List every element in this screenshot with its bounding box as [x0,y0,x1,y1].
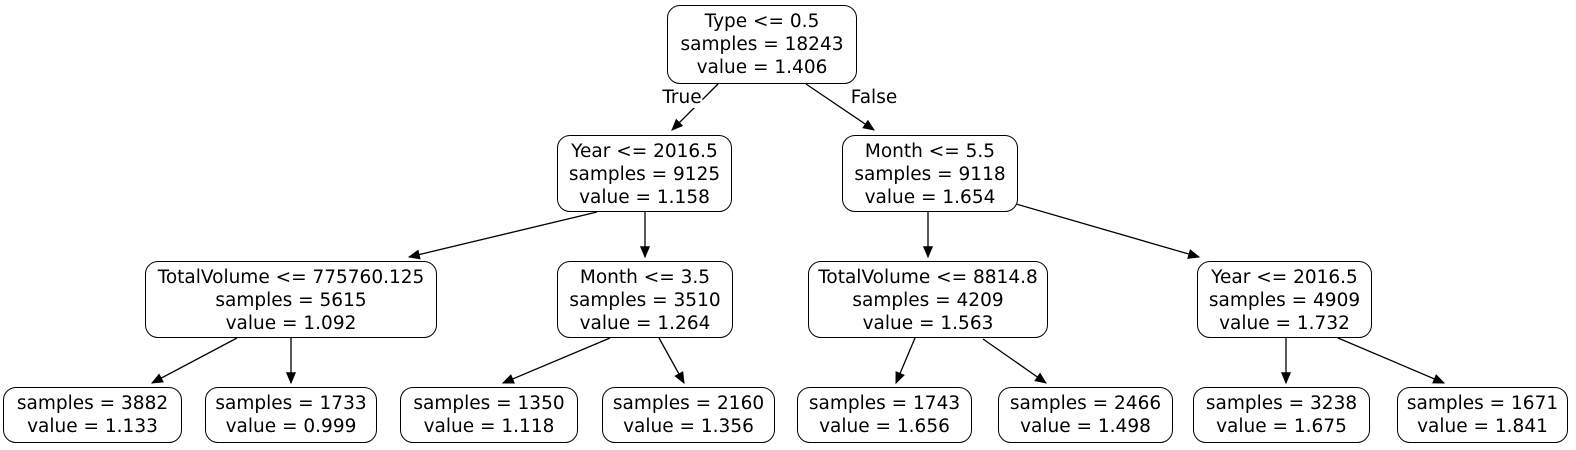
node-value: value = 0.999 [225,416,357,437]
node-value: value = 1.732 [1219,313,1350,334]
node-condition: TotalVolume <= 8814.8 [818,267,1038,288]
edge-root-false [805,83,875,131]
edge-to-leaf-5 [895,337,916,385]
node-value: value = 1.498 [1020,416,1151,437]
node-value: value = 1.406 [696,57,828,78]
node-value: value = 1.158 [579,187,710,208]
node-samples: samples = 3882 [16,393,169,414]
node-samples: samples = 9125 [568,164,721,185]
tree-node-totalvolume-775760: TotalVolume <= 775760.125 samples = 5615… [145,261,437,338]
node-value: value = 1.841 [1417,416,1548,437]
node-samples: samples = 1743 [808,393,961,414]
tree-node-year-right: Year <= 2016.5 samples = 4909 value = 1.… [1197,261,1372,338]
tree-leaf-7: samples = 3238 value = 1.675 [1193,387,1370,443]
tree-node-month-5-5: Month <= 5.5 samples = 9118 value = 1.65… [842,135,1018,212]
edge-to-leaf-1 [150,337,238,384]
node-samples: samples = 1350 [413,393,565,414]
tree-leaf-1: samples = 3882 value = 1.133 [3,387,182,443]
node-value: value = 1.118 [423,416,555,437]
tree-node-root: Type <= 0.5 samples = 18243 value = 1.40… [667,5,857,84]
node-samples: samples = 18243 [680,34,844,55]
tree-leaf-3: samples = 1350 value = 1.118 [400,387,578,443]
node-value: value = 1.675 [1216,416,1347,437]
edge-to-leaf-3 [501,337,611,384]
node-value: value = 1.356 [623,416,754,437]
node-samples: samples = 3510 [569,290,721,311]
tree-node-year-left: Year <= 2016.5 samples = 9125 value = 1.… [557,135,732,212]
node-samples: samples = 1671 [1406,393,1559,414]
node-samples: samples = 5615 [215,290,367,311]
edge-month5.5-to-year-right [1015,203,1201,259]
edge-to-leaf-4 [658,337,685,385]
tree-leaf-4: samples = 2160 value = 1.356 [602,387,775,443]
node-value: value = 1.092 [225,313,357,334]
node-samples: samples = 2160 [612,393,765,414]
tree-node-month-3-5: Month <= 3.5 samples = 3510 value = 1.26… [557,261,733,338]
edge-to-leaf-6 [982,338,1047,384]
tree-node-totalvolume-8814: TotalVolume <= 8814.8 samples = 4209 val… [808,261,1048,338]
node-condition: Type <= 0.5 [704,11,820,32]
node-samples: samples = 4209 [852,290,1004,311]
node-samples: samples = 4909 [1208,290,1361,311]
node-condition: Year <= 2016.5 [571,141,718,162]
node-samples: samples = 2466 [1009,393,1162,414]
node-condition: TotalVolume <= 775760.125 [157,267,425,288]
node-condition: Year <= 2016.5 [1211,267,1358,288]
node-value: value = 1.563 [862,313,994,334]
edge-label-false: False [849,87,899,108]
node-samples: samples = 1733 [215,393,367,414]
node-value: value = 1.654 [864,187,996,208]
tree-leaf-2: samples = 1733 value = 0.999 [205,387,377,443]
edge-label-true: True [661,87,703,108]
edge-to-leaf-8 [1337,337,1446,384]
edge-year-left-to-totalvolume [407,211,598,260]
node-condition: Month <= 3.5 [579,267,711,288]
node-value: value = 1.264 [579,313,711,334]
node-condition: Month <= 5.5 [864,141,996,162]
tree-leaf-5: samples = 1743 value = 1.656 [797,387,972,443]
tree-leaf-8: samples = 1671 value = 1.841 [1397,387,1568,443]
node-samples: samples = 9118 [854,164,1006,185]
node-value: value = 1.656 [819,416,950,437]
node-value: value = 1.133 [27,416,158,437]
tree-leaf-6: samples = 2466 value = 1.498 [998,387,1173,443]
node-samples: samples = 3238 [1205,393,1358,414]
